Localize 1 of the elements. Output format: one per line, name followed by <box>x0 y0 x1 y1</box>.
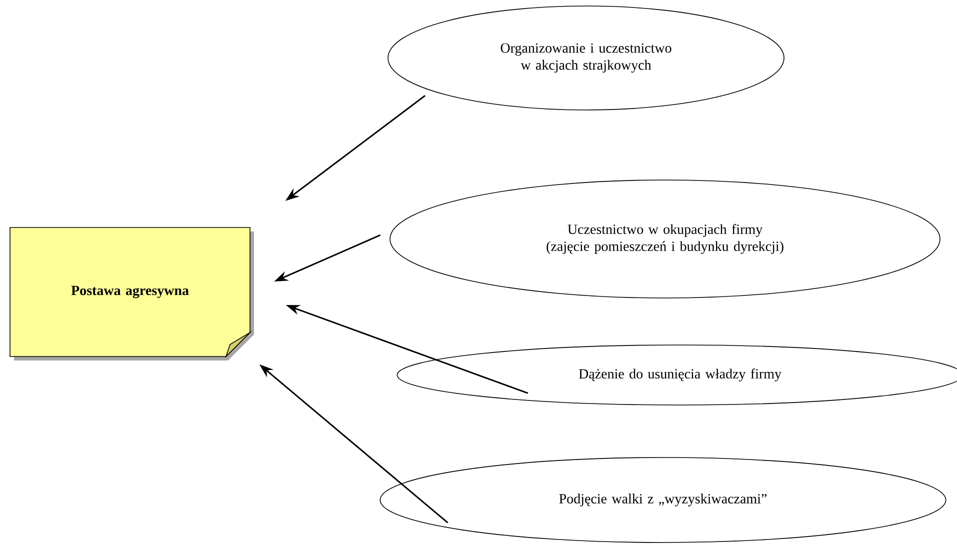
note-box: Postawa agresywna <box>10 227 254 360</box>
